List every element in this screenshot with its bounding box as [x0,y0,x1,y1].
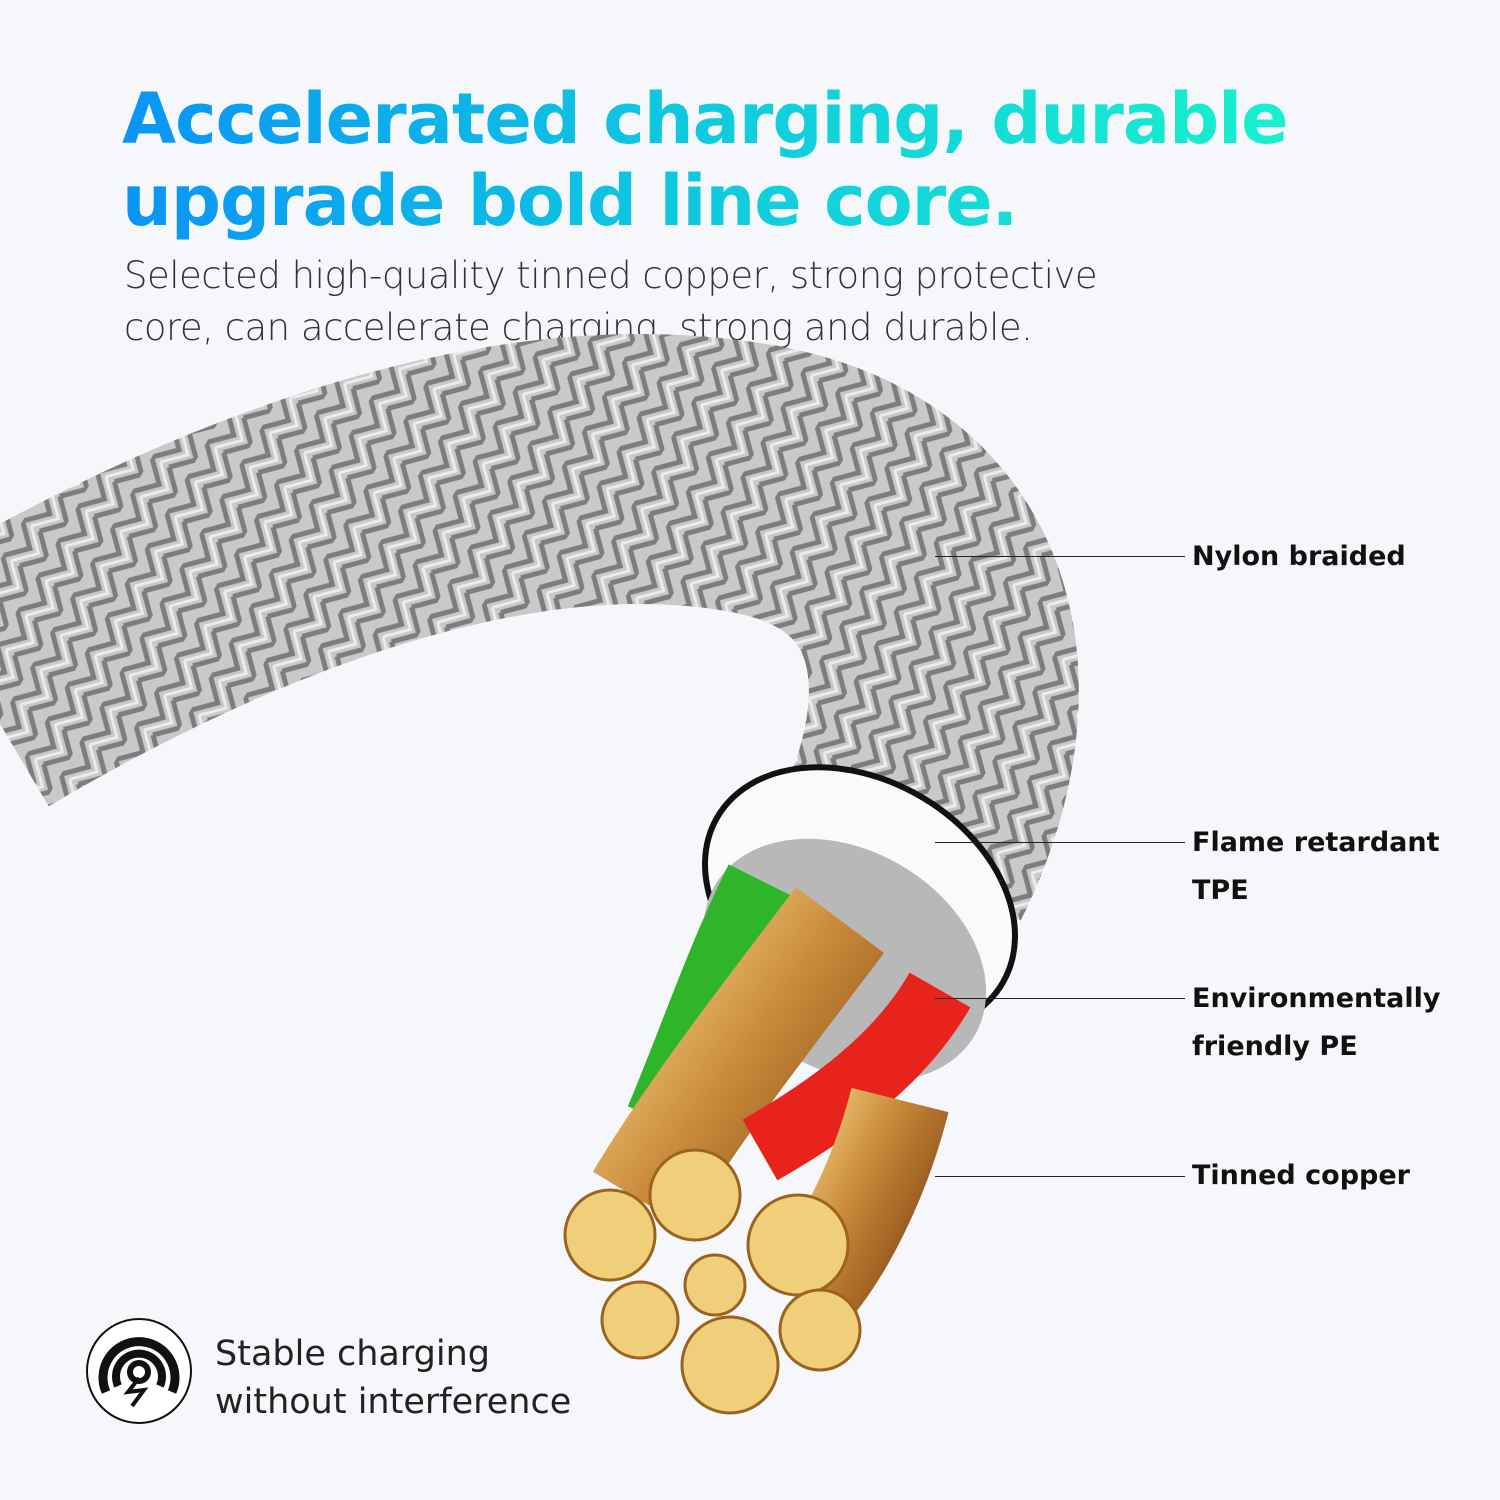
leader-line-pe [935,998,1185,999]
subtitle-line-1: Selected high-quality tinned copper, str… [124,254,1098,297]
braided-cable-body [0,334,1079,921]
label-nylon-braided: Nylon braided [1192,541,1406,572]
label-pe-line-2: friendly PE [1192,1031,1358,1062]
leader-line-nylon [935,556,1185,557]
badge-text: Stable charging without interference [215,1330,571,1426]
badge-line-2: without interference [215,1382,572,1422]
label-pe-line-1: Environmentally [1192,983,1441,1014]
leader-line-copper [935,1176,1185,1177]
leader-line-tpe [935,842,1185,843]
subtitle: Selected high-quality tinned copper, str… [124,250,1098,354]
label-environmentally-friendly-pe: Environmentally friendly PE [1192,975,1441,1071]
red-wire [742,972,971,1181]
label-flame-retardant-tpe: Flame retardant TPE [1192,827,1440,906]
label-tinned-copper: Tinned copper [1192,1160,1410,1191]
tinned-copper-strands [563,1148,862,1415]
signal-lightning-icon [86,1318,192,1424]
badge-line-1: Stable charging [215,1334,490,1374]
